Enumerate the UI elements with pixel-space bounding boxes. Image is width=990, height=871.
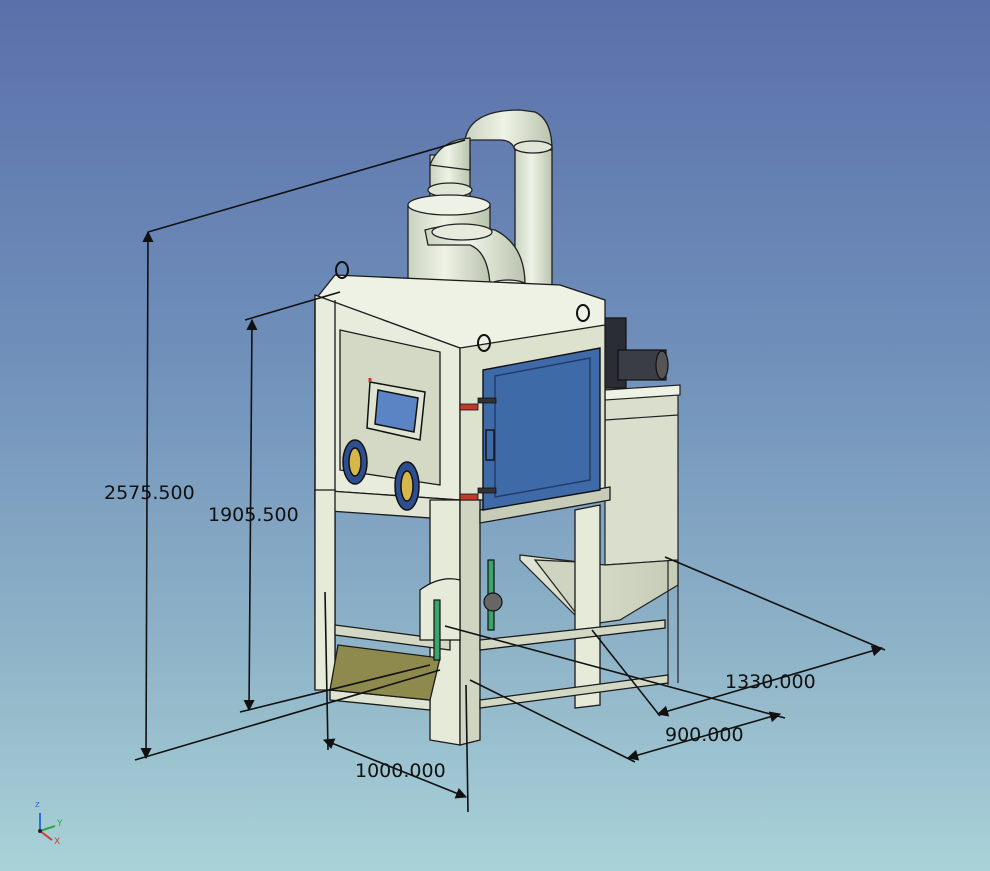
triad-x-label: X (54, 837, 61, 847)
view-triad (38, 813, 56, 841)
dimension-lines (134, 139, 886, 813)
triad-y-label: Y (57, 819, 63, 829)
overall-height-label: 2575.500 (104, 482, 195, 504)
dust-collector-hopper (519, 384, 681, 685)
viewing-window (366, 378, 426, 441)
exhaust-fan (599, 317, 669, 389)
duct-pipes (407, 109, 553, 331)
glove-ports (342, 439, 420, 511)
access-door (482, 347, 601, 511)
door-handles (459, 397, 497, 501)
lifting-eyes (335, 261, 590, 352)
depth-label: 900.000 (665, 724, 744, 746)
overall-depth-label: 1330.000 (725, 671, 816, 693)
width-label: 1000.000 (355, 760, 446, 782)
cabinet-height-label: 1905.500 (208, 504, 299, 526)
triad-z-label: z (35, 800, 40, 810)
